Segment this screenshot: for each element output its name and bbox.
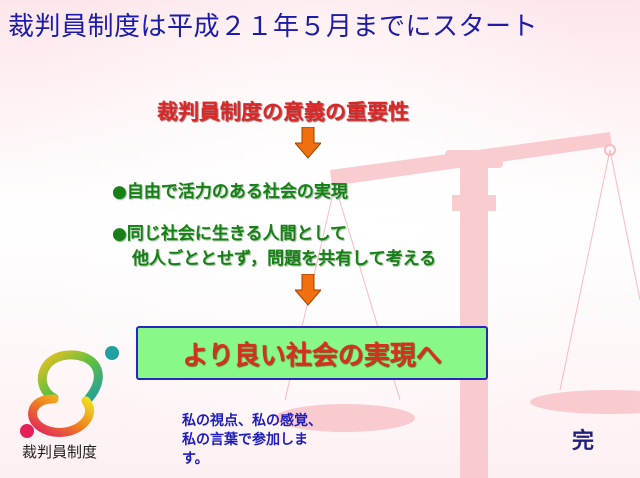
logo-label: 裁判員制度 [22, 443, 98, 461]
saibanin-logo-icon [20, 346, 119, 438]
slide-title: 裁判員制度は平成２１年５月までにスタート [8, 12, 539, 42]
banner-scroll: より良い社会の実現へ [136, 326, 488, 380]
participation-line: 私の言葉で参加しま [182, 432, 308, 448]
participation-line: 私の視点、私の感覚、 [182, 413, 322, 429]
end-mark: 完 [572, 429, 595, 454]
down-arrow-icon [295, 127, 321, 159]
bullet-item: ●自由で活力のある社会の実現 [112, 177, 348, 202]
bullet-marker: ● [112, 182, 127, 202]
down-arrow-icon [295, 274, 321, 306]
participation-text: 私の視点、私の感覚、 私の言葉で参加しま す。 [182, 412, 322, 469]
subtitle: 裁判員制度の意義の重要性 [157, 100, 409, 124]
bullet-text: 同じ社会に生きる人間として [126, 224, 347, 244]
bullet-text: 自由で活力のある社会の実現 [126, 182, 348, 202]
banner-text: より良い社会の実現へ [182, 340, 442, 371]
bullet-text: 他人ごととせず，問題を共有して考える [132, 249, 437, 269]
bullet-marker: ● [112, 224, 127, 244]
bullet-item: ●同じ社会に生きる人間として 他人ごととせず，問題を共有して考える [112, 222, 436, 272]
participation-line: す。 [182, 451, 209, 467]
